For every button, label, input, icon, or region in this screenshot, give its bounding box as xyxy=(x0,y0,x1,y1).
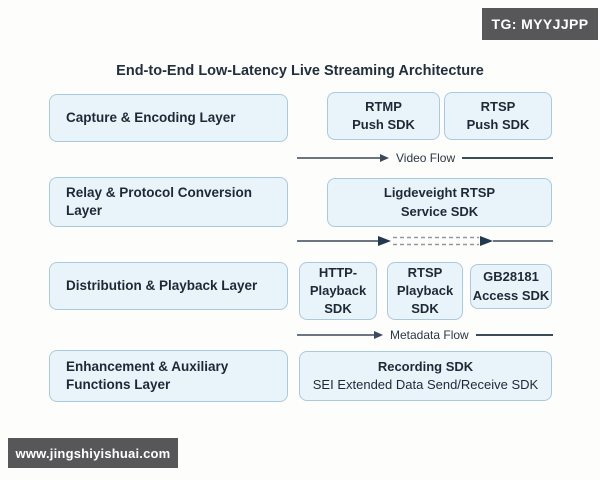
sdk-box-recording: Recording SDK SEI Extended Data Send/Rec… xyxy=(299,351,552,401)
sdk-line: HTTP- xyxy=(318,264,358,280)
sdk-line: Ligdeveight RTSP xyxy=(383,185,496,201)
sdk-box-rtsp-playback: RTSP Playback SDK xyxy=(387,262,463,320)
sdk-line: Push SDK xyxy=(466,117,530,132)
layer-box-distribution-playback: Distribution & Playback Layer xyxy=(49,262,288,310)
layer-box-capture-encoding: Capture & Encoding Layer xyxy=(49,94,288,142)
sdk-box-gb28181-access: GB28181 Access SDK xyxy=(470,264,552,309)
diagram-title: End-to-End Low-Latency Live Streaming Ar… xyxy=(116,63,484,79)
layer-label: Relay & Protocol Conversion Layer xyxy=(66,184,253,218)
video-flow-label: Video Flow xyxy=(396,151,456,165)
layer-label: Distribution & Playback Layer xyxy=(66,277,258,293)
telegram-watermark-badge: TG: MYYJJPP xyxy=(482,8,598,40)
sdk-line: SDK xyxy=(324,301,352,317)
metadata-flow-connector: Metadata Flow xyxy=(297,328,553,342)
flow-line xyxy=(462,157,553,159)
sdk-line: RTSP xyxy=(480,98,516,114)
arrow-right-icon xyxy=(297,154,389,162)
flow-line xyxy=(475,334,553,336)
video-flow-connector: Video Flow xyxy=(297,151,553,165)
arrow-right-icon xyxy=(297,331,383,339)
website-watermark-badge: www.jingshiyishuai.com xyxy=(8,438,178,468)
sdk-line: Access SDK xyxy=(472,287,550,303)
metadata-flow-label: Metadata Flow xyxy=(390,328,469,342)
telegram-watermark-text: TG: MYYJJPP xyxy=(491,16,589,32)
sdk-title: Recording SDK xyxy=(377,358,474,374)
sdk-line: GB28181 xyxy=(483,269,539,285)
sdk-line: RTSP xyxy=(407,264,443,280)
sdk-line: Service SDK xyxy=(400,203,479,219)
layer-label: Capture & Encoding Layer xyxy=(66,109,236,125)
layer-label: Enhancement & Auxiliary Functions Layer xyxy=(66,358,229,392)
sdk-line: SDK xyxy=(411,301,439,317)
sdk-line: RTMP xyxy=(365,98,402,114)
website-watermark-text: www.jingshiyishuai.com xyxy=(15,445,171,461)
sdk-line: Playback xyxy=(396,282,454,298)
sdk-box-rtsp-push: RTSP Push SDK xyxy=(444,92,552,140)
sdk-line: Playback xyxy=(309,282,367,298)
sdk-subtitle: SEI Extended Data Send/Receive SDK xyxy=(312,377,539,392)
sdk-box-rtmp-push: RTMP Push SDK xyxy=(327,92,440,140)
sdk-box-http-playback: HTTP- Playback SDK xyxy=(299,262,377,320)
dashed-flow-connector-icon xyxy=(297,236,553,246)
sdk-line: Push SDK xyxy=(352,117,415,132)
layer-box-relay-protocol: Relay & Protocol Conversion Layer xyxy=(49,177,288,227)
sdk-box-lightweight-rtsp-service: Ligdeveight RTSP Service SDK xyxy=(327,178,552,227)
layer-box-enhancement-auxiliary: Enhancement & Auxiliary Functions Layer xyxy=(49,350,288,402)
